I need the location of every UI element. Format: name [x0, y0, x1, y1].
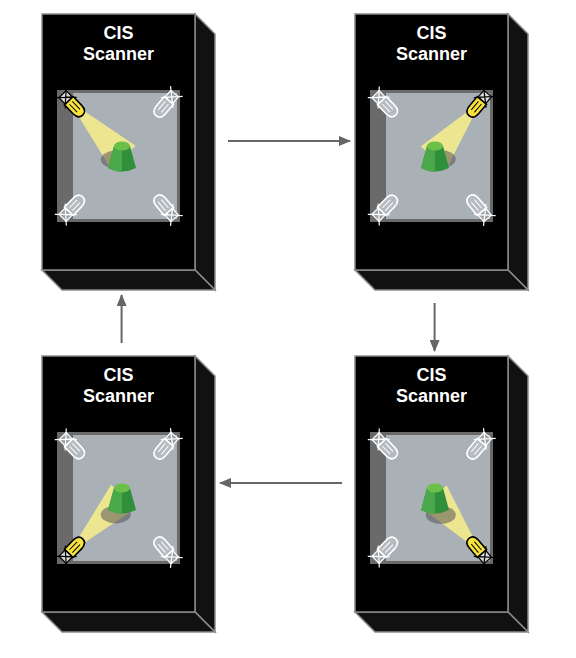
housing-side	[195, 14, 215, 290]
lamp-filament	[471, 101, 481, 112]
lamp-bulb	[65, 439, 88, 462]
housing-side	[195, 356, 215, 632]
lamp-bulb	[65, 535, 88, 558]
lamp-filament	[382, 542, 393, 553]
lamp-filament	[69, 443, 80, 454]
scanner-label: CIS Scanner	[42, 23, 195, 65]
lamp-filament	[471, 542, 481, 553]
housing-bottom	[355, 612, 528, 632]
lamp-filament	[158, 200, 168, 211]
lamp-filament	[69, 200, 80, 211]
scan-window-wall	[57, 432, 180, 564]
scanner-box: CIS Scanner	[42, 14, 215, 290]
lit-lamp	[463, 86, 496, 121]
flow-arrow	[121, 295, 123, 343]
lamp	[368, 191, 402, 225]
lamp-bulb	[151, 534, 173, 557]
cone-top	[114, 484, 130, 493]
scanner-housing	[42, 356, 215, 632]
light-beam	[79, 485, 136, 543]
lamp	[150, 533, 183, 568]
housing-front	[355, 14, 508, 270]
housing-bottom	[42, 270, 215, 290]
scanner-label: CIS Scanner	[355, 23, 508, 65]
scanner-housing	[42, 14, 215, 290]
lamp	[463, 428, 496, 463]
lamp	[150, 191, 183, 226]
housing-side	[508, 14, 528, 290]
lamp-bulb	[464, 192, 486, 215]
flow-arrow	[220, 482, 342, 484]
scanner-label: CIS Scanner	[355, 365, 508, 407]
scanner-box: CIS Scanner	[355, 356, 528, 632]
housing-front	[42, 14, 195, 270]
lamp-bulb	[378, 97, 401, 120]
lamp-bulb	[65, 193, 88, 216]
lamp-bulb	[464, 97, 486, 120]
lamp	[150, 86, 183, 121]
flow-arrow	[228, 140, 350, 142]
lamp-bulb	[378, 439, 401, 462]
lamp-bulb	[151, 97, 173, 120]
lamp-bulb	[151, 192, 173, 215]
lit-lamp	[55, 86, 89, 120]
lamp	[368, 86, 402, 120]
scanner-box: CIS Scanner	[355, 14, 528, 290]
scanner-housing	[355, 356, 528, 632]
lamp-filament	[158, 101, 168, 112]
housing-bottom	[355, 270, 528, 290]
lit-lamp	[463, 533, 496, 568]
lamp	[368, 428, 402, 462]
lamp-bulb	[378, 535, 401, 558]
lamp-bulb	[378, 193, 401, 216]
housing-side	[508, 356, 528, 632]
lamp-filament	[471, 443, 481, 454]
lamp	[463, 191, 496, 226]
cone-top	[427, 142, 443, 151]
light-beam	[421, 486, 473, 542]
scanner-housing	[355, 14, 528, 290]
cone-top	[114, 142, 130, 151]
lamp	[55, 428, 89, 462]
scanner-box: CIS Scanner	[42, 356, 215, 632]
lamp	[368, 533, 402, 567]
lamp-filament	[382, 200, 393, 211]
lamp-filament	[69, 101, 80, 112]
lamp-filament	[471, 200, 481, 211]
scan-window-floor	[386, 93, 490, 219]
scan-window-wall	[370, 432, 493, 564]
scanner-label: CIS Scanner	[42, 365, 195, 407]
housing-front	[355, 356, 508, 612]
scan-window-floor	[73, 93, 177, 219]
scan-window-floor	[386, 435, 490, 561]
housing-bottom	[42, 612, 215, 632]
lamp-filament	[69, 542, 80, 553]
scan-window-wall	[370, 90, 493, 222]
lamp-bulb	[151, 439, 173, 462]
cone-top	[427, 484, 443, 493]
scan-window-wall	[57, 90, 180, 222]
lamp-filament	[158, 542, 168, 553]
lamp	[55, 191, 89, 225]
lamp-bulb	[464, 439, 486, 462]
housing-front	[42, 356, 195, 612]
lamp-filament	[382, 101, 393, 112]
lamp-filament	[382, 443, 393, 454]
lit-lamp	[55, 533, 89, 567]
lamp-bulb	[65, 97, 88, 120]
lamp	[150, 428, 183, 463]
flow-arrow	[434, 303, 436, 351]
lamp-bulb	[464, 534, 486, 557]
scan-window-floor	[73, 435, 177, 561]
lamp-filament	[158, 443, 168, 454]
